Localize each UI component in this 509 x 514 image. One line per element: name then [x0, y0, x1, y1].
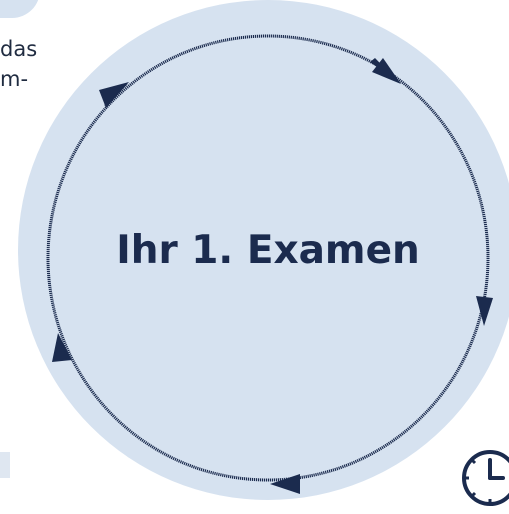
side-text-fragment: das m-	[0, 34, 37, 94]
clock-icon	[462, 450, 509, 506]
cycle-title: Ihr 1. Examen	[116, 228, 420, 273]
bottom-left-shape	[0, 452, 10, 478]
cycle-arrow-right	[476, 296, 493, 326]
cycle-ring	[46, 34, 490, 482]
cycle-arrow-top-right-head	[372, 58, 401, 84]
side-text-line-1: das	[0, 37, 38, 61]
cycle-background-circle	[18, 0, 509, 500]
cycle-arrow-top-left-head	[99, 82, 129, 108]
cycle-arrow-left	[52, 333, 72, 362]
cycle-arrow-bottom	[270, 474, 300, 494]
side-text-line-2: m-	[0, 67, 29, 91]
